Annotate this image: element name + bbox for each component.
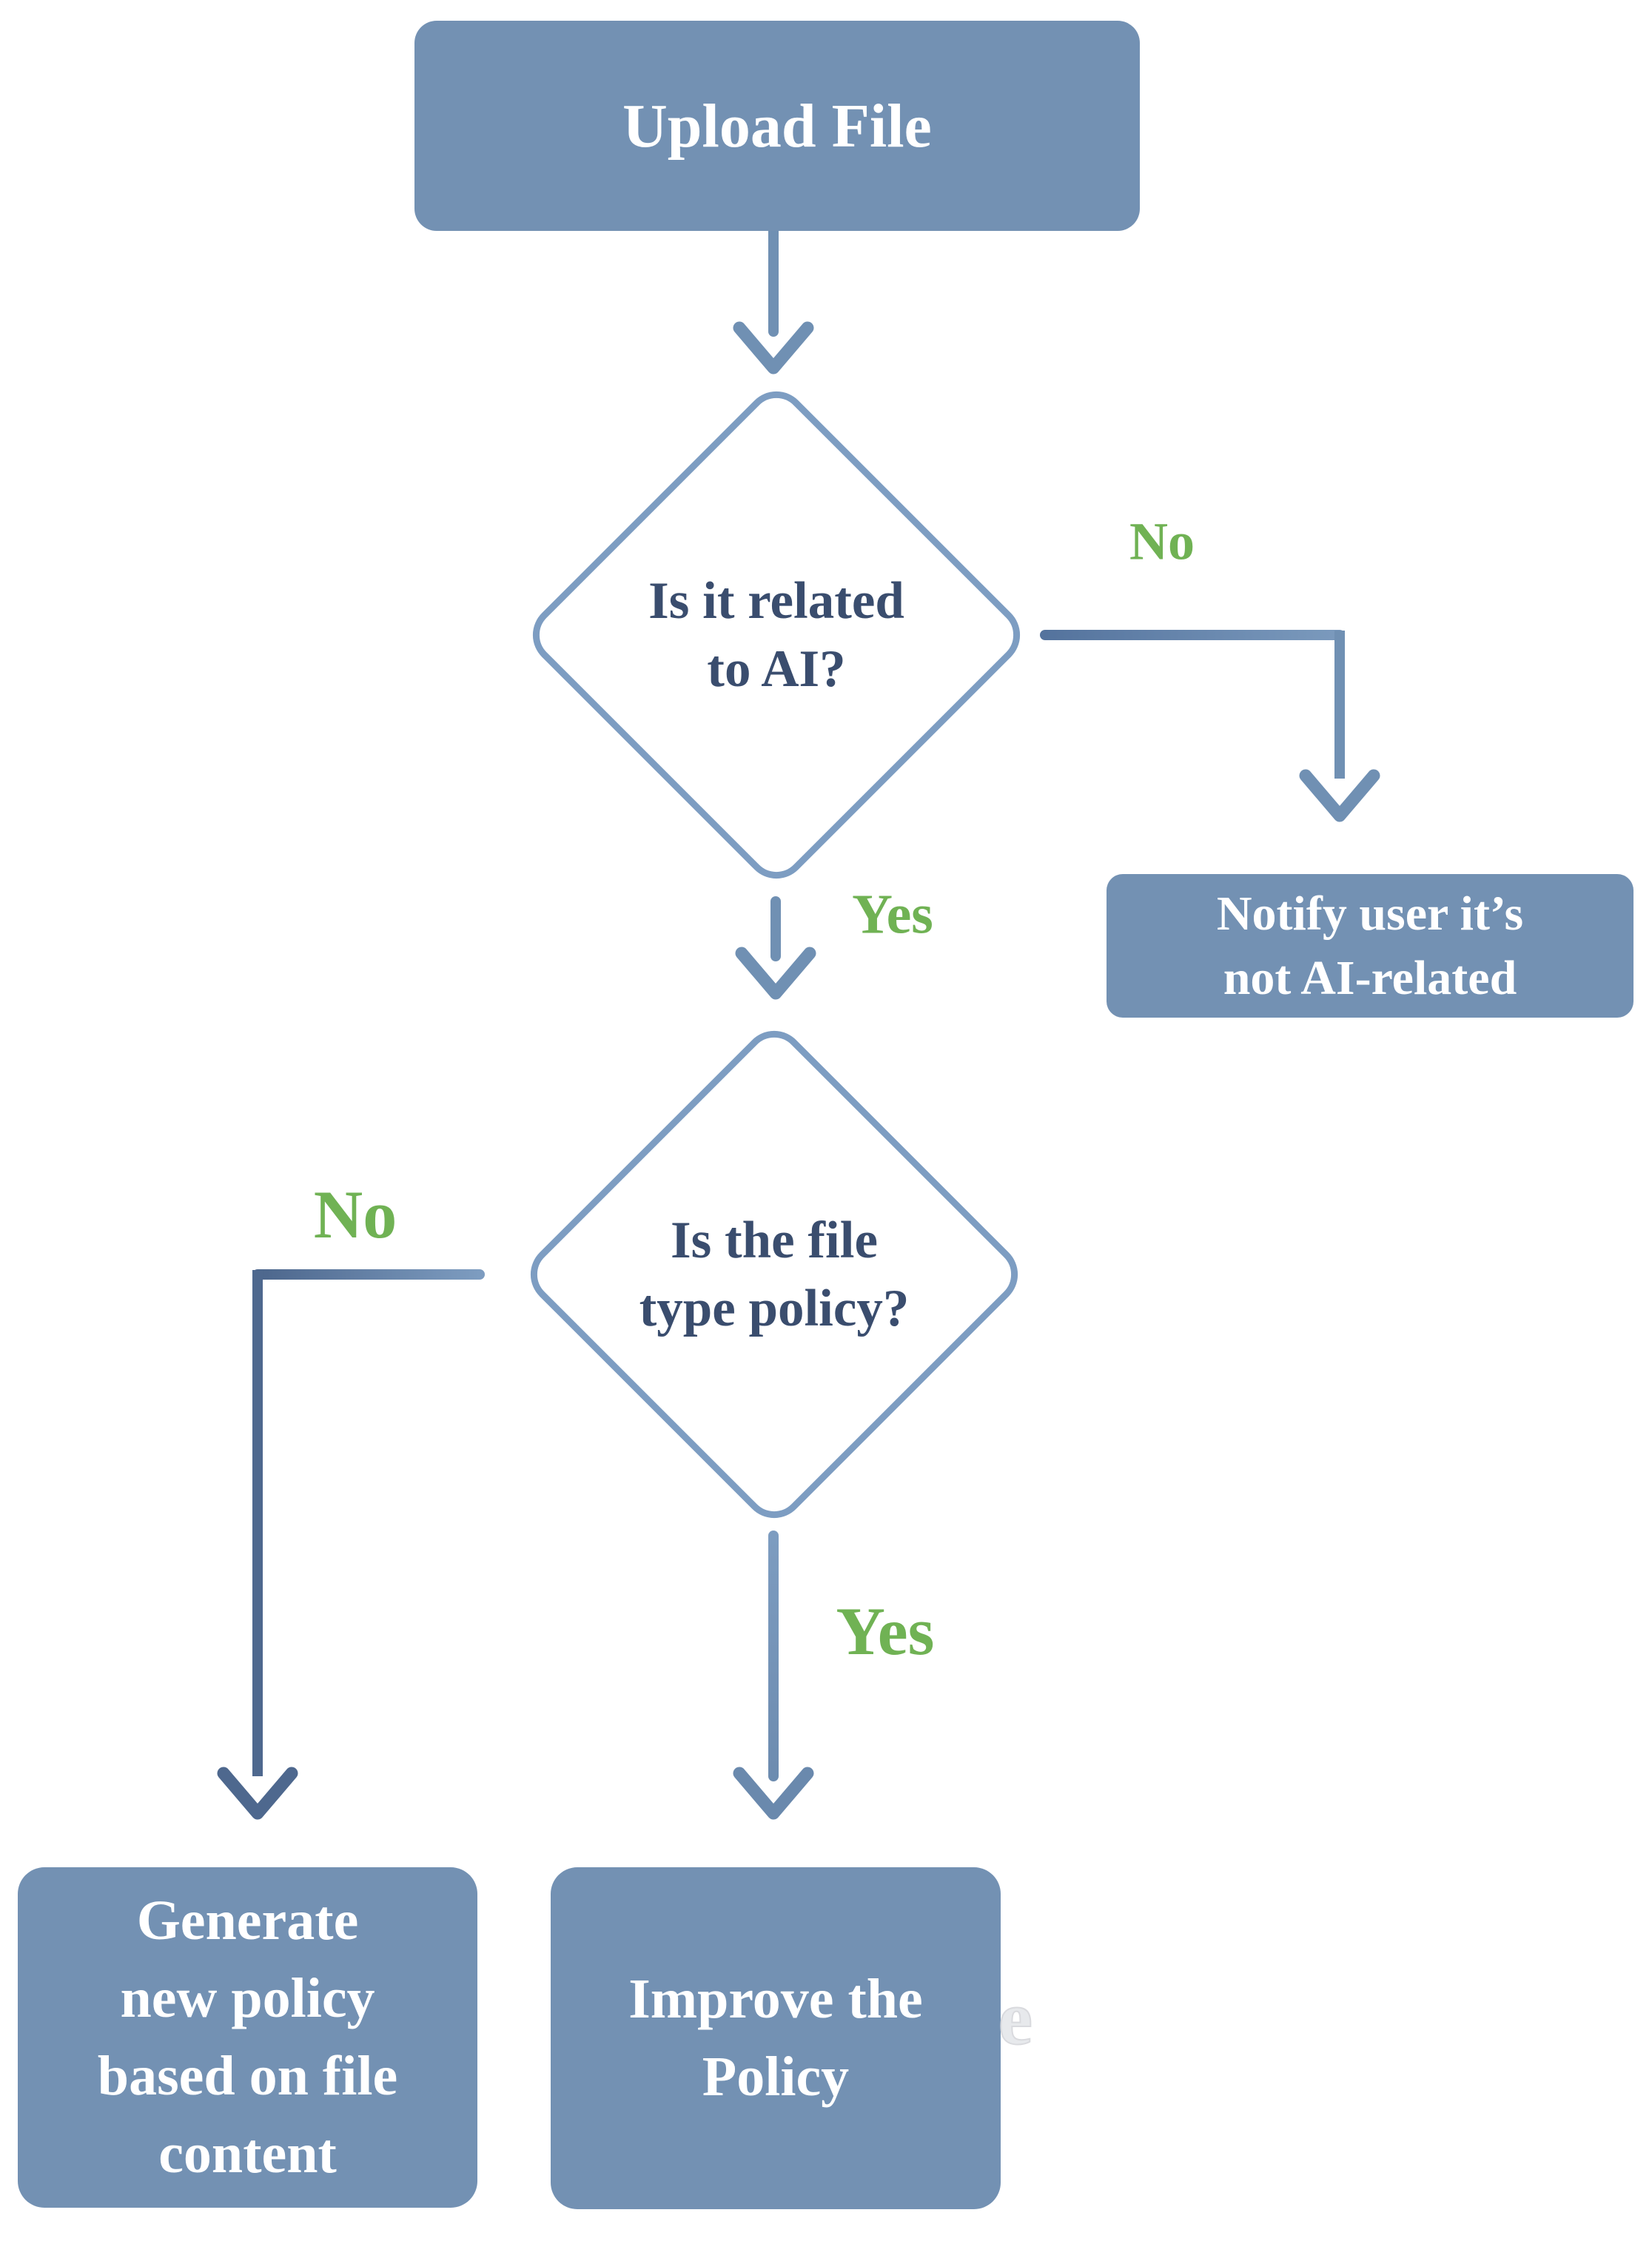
node-generate-policy: Generate new policy based on file conten… [18, 1867, 477, 2208]
arrowhead-policy-yes-to-improve [733, 1767, 814, 1820]
decision-policy-line: Is the file [670, 1211, 878, 1269]
node-generate-policy-line: content [158, 2122, 337, 2185]
edge-label-ai-no: No [1129, 511, 1195, 571]
arrowhead-upload-to-ai-decision [733, 321, 814, 374]
node-notify-user: Notify user it’s not AI-related [1107, 874, 1633, 1018]
node-upload-file-label: Upload File [622, 91, 932, 161]
ghost-text-artifact: e [998, 1975, 1033, 2062]
node-generate-policy-line: based on file [97, 2045, 398, 2107]
arrowhead-policy-no-to-generate [217, 1767, 298, 1820]
node-improve-policy: Improve the Policy [551, 1867, 1001, 2209]
edge-label-ai-yes: Yes [852, 883, 933, 946]
edge-label-policy-yes: Yes [836, 1593, 935, 1669]
node-improve-policy-line: Improve the [628, 1968, 923, 2031]
node-upload-file: Upload File [414, 21, 1140, 231]
node-notify-user-line: Notify user it’s [1216, 886, 1524, 941]
arrowhead-ai-no-to-notify [1299, 769, 1380, 822]
arrowhead-ai-yes-to-policy-decision [735, 947, 816, 1000]
edge-label-policy-no: No [313, 1177, 397, 1252]
node-notify-user-line: not AI-related [1223, 951, 1517, 1005]
node-improve-policy-line: Policy [702, 2046, 850, 2108]
decision-ai-line: Is it related [648, 571, 904, 630]
node-generate-policy-line: new policy [120, 1967, 375, 2030]
decision-policy-line: type policy? [639, 1280, 910, 1337]
decision-ai-line: to AI? [707, 640, 846, 698]
node-generate-policy-line: Generate [136, 1889, 359, 1952]
decision-policy-label: Is the file type policy? [508, 1163, 1041, 1385]
decision-ai-label: Is it related to AI? [510, 524, 1043, 746]
